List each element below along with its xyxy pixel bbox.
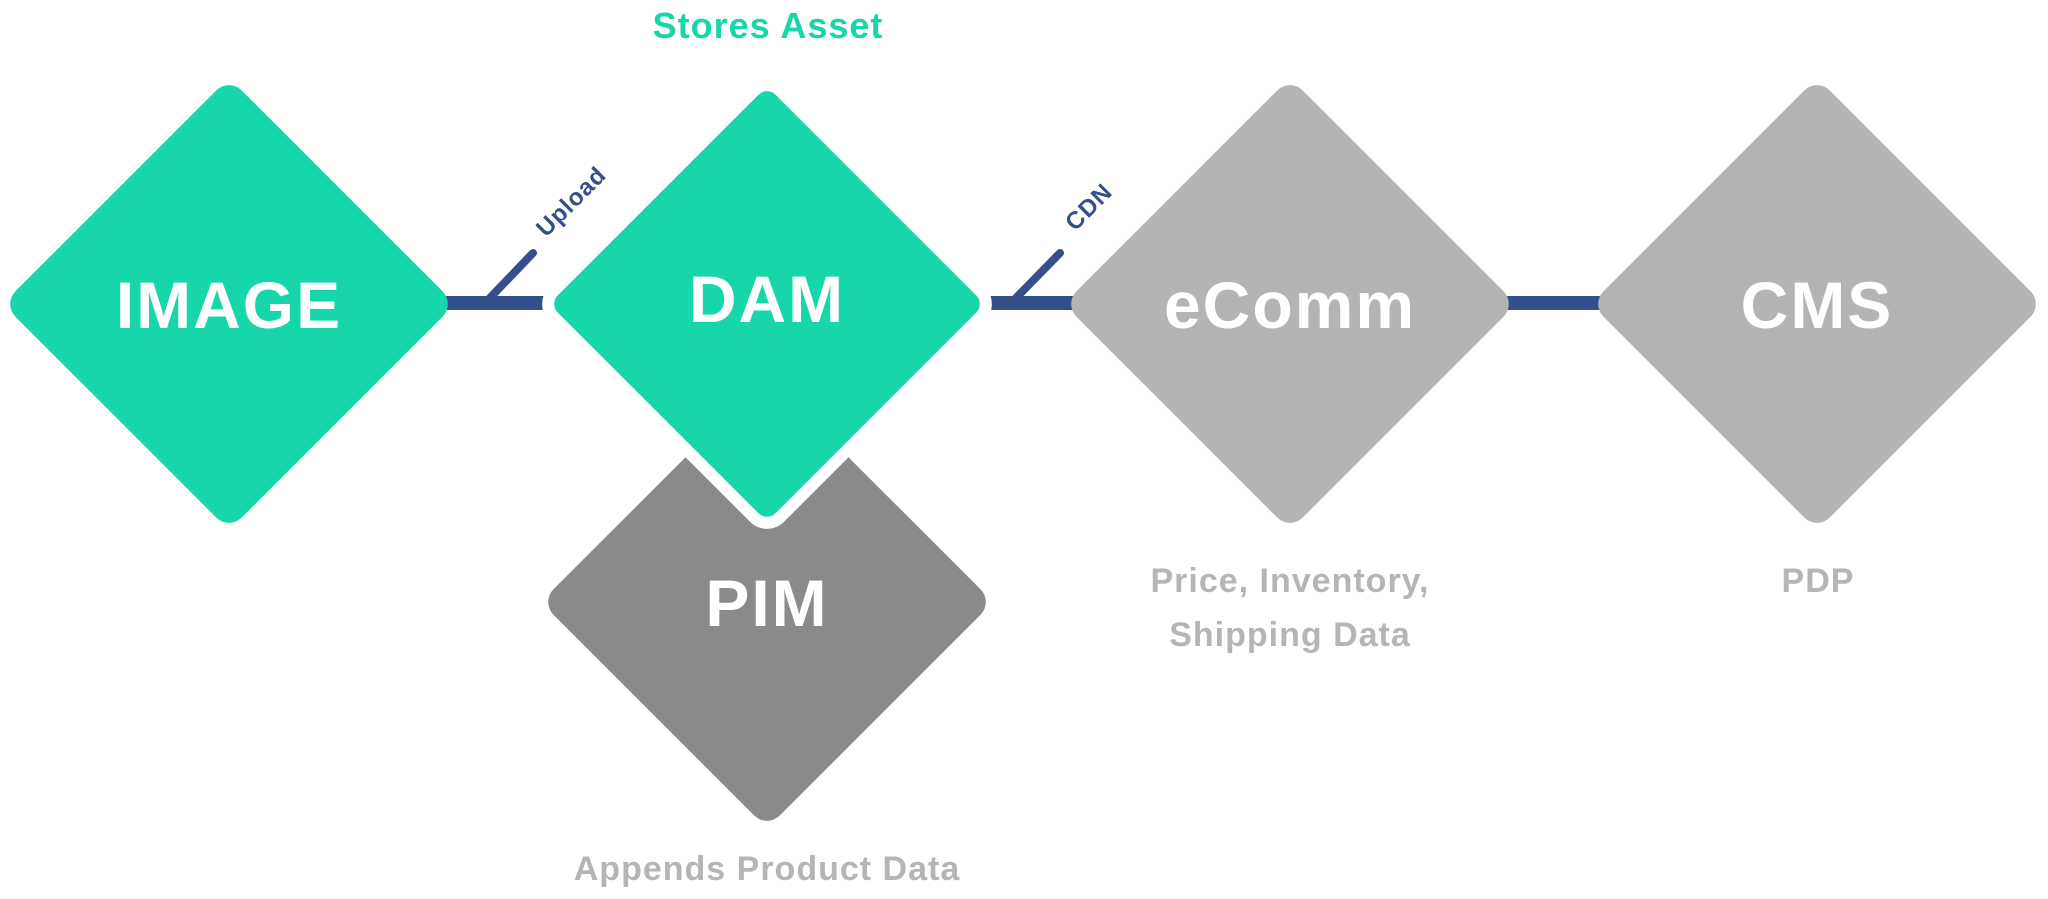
node-cms[interactable]: CMS [1591, 78, 2044, 531]
dam-label: DAM [689, 262, 845, 336]
dam-diamond [542, 79, 992, 529]
ecomm-diamond [1071, 85, 1509, 523]
ecomm-caption-line1: Price, Inventory, [1150, 562, 1429, 600]
image-diamond [10, 85, 448, 523]
ecomm-label: eComm [1164, 268, 1416, 342]
cms-diamond [1598, 85, 2036, 523]
pim-caption: Appends Product Data [574, 850, 961, 888]
upload-tick [482, 249, 537, 306]
connectors [440, 249, 1605, 310]
edge-label-upload: Upload [531, 161, 612, 242]
node-image[interactable]: IMAGE [3, 78, 456, 531]
node-pim[interactable]: PIM [541, 376, 994, 829]
pim-label: PIM [705, 566, 828, 640]
node-dam[interactable]: DAM [541, 78, 994, 531]
ecomm-caption-line2: Shipping Data [1169, 616, 1411, 654]
node-ecomm[interactable]: eComm [1064, 78, 1517, 531]
pim-diamond [548, 383, 986, 821]
cms-label: CMS [1741, 268, 1894, 342]
cms-caption: PDP [1782, 562, 1855, 600]
edge-label-cdn: CDN [1060, 178, 1118, 236]
dam-caption: Stores Asset [653, 5, 884, 46]
cdn-tick [1008, 249, 1064, 306]
image-label: IMAGE [116, 268, 342, 342]
